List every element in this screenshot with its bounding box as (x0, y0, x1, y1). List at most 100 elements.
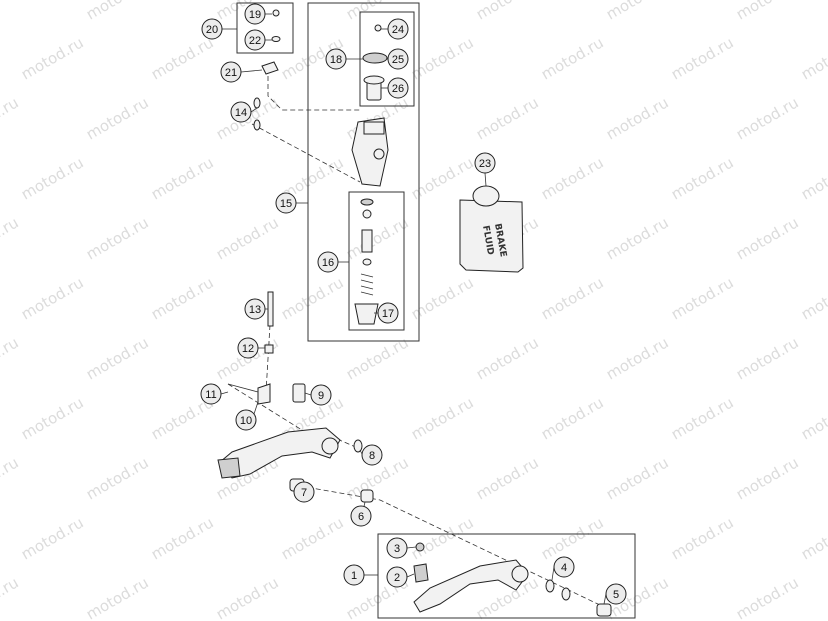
watermark-text: motod.ru (0, 213, 22, 263)
callout-22-circle (244, 29, 266, 51)
watermark-text: motod.ru (668, 33, 737, 83)
part-15-master-cylinder-boss (373, 148, 385, 160)
watermark-text: motod.ru (668, 153, 737, 203)
leader-9 (304, 392, 312, 396)
callout-9-label: 9 (318, 390, 324, 402)
watermark-text: motod.ru (83, 93, 152, 143)
callout-10-label: 10 (240, 415, 252, 427)
callout-6-circle (350, 505, 372, 527)
watermark-text: motod.ru (668, 273, 737, 323)
callout-16[interactable]: 16 (317, 251, 339, 273)
callout-18-circle (325, 48, 347, 70)
callout-8[interactable]: 8 (361, 444, 383, 466)
callout-17[interactable]: 17 (377, 302, 399, 324)
callout-2[interactable]: 2 (386, 566, 408, 588)
brake-pedal-lower-pivot (511, 565, 529, 583)
callout-6[interactable]: 6 (350, 505, 372, 527)
callout-7[interactable]: 7 (293, 481, 315, 503)
watermark-text: motod.ru (798, 273, 828, 323)
callout-23[interactable]: 23 (474, 152, 496, 174)
callout-15[interactable]: 15 (275, 192, 297, 214)
leader-2 (406, 573, 415, 578)
callout-14[interactable]: 14 (230, 101, 252, 123)
callout-8-circle (361, 444, 383, 466)
watermark-text: motod.ru (603, 333, 672, 383)
callout-25[interactable]: 25 (387, 48, 409, 70)
watermark-text: motod.ru (733, 333, 802, 383)
watermark-text: motod.ru (408, 273, 477, 323)
callout-5[interactable]: 5 (605, 583, 627, 605)
part-16-ring (362, 209, 372, 219)
callout-19[interactable]: 19 (244, 3, 266, 25)
part-14-washer-b (253, 119, 261, 131)
part-12-nut (264, 344, 274, 354)
callout-3-circle (386, 537, 408, 559)
callout-16-circle (317, 251, 339, 273)
callout-11-circle (200, 383, 222, 405)
part-14-washer-a (253, 97, 261, 109)
callout-10[interactable]: 10 (235, 409, 257, 431)
part-24-screw (374, 24, 382, 32)
watermark-text: motod.ru (278, 513, 347, 563)
part-4-washer-a (545, 579, 555, 593)
callout-19-label: 19 (249, 9, 261, 21)
callout-3[interactable]: 3 (386, 537, 408, 559)
callout-22-label: 22 (249, 35, 261, 47)
watermark-text: motod.ru (148, 33, 217, 83)
watermark-text: motod.ru (18, 393, 87, 443)
leader-11 (220, 391, 229, 395)
watermark-text: motod.ru (733, 93, 802, 143)
leader-14 (250, 107, 258, 113)
callout-7-circle (293, 481, 315, 503)
part-21-hose-clip (261, 61, 279, 75)
watermark-text: motod.ru (603, 213, 672, 263)
leader-23 (484, 172, 487, 187)
part-16-piston (361, 229, 373, 253)
callout-13-label: 13 (249, 304, 261, 316)
part-23-brake-fluid-bottle (459, 199, 524, 273)
assembly-line-washer (329, 435, 359, 449)
callout-11[interactable]: 11 (200, 383, 222, 405)
watermark-text: motod.ru (213, 573, 282, 621)
callout-1[interactable]: 1 (343, 564, 365, 586)
callout-15-label: 15 (280, 198, 292, 210)
watermark-text: motod.ru (18, 513, 87, 563)
callout-14-label: 14 (235, 107, 247, 119)
callout-13[interactable]: 13 (244, 298, 266, 320)
watermark-text: motod.ru (83, 0, 152, 23)
watermark-text: motod.ru (733, 0, 802, 23)
part-17-boot (354, 303, 379, 325)
watermark-text: motod.ru (538, 153, 607, 203)
callout-22[interactable]: 22 (244, 29, 266, 51)
callout-20[interactable]: 20 (201, 18, 223, 40)
callout-18[interactable]: 18 (325, 48, 347, 70)
watermark-text: motod.ru (278, 273, 347, 323)
assembly-line-cylinder-bolt (251, 123, 361, 183)
callout-21[interactable]: 21 (220, 61, 242, 83)
callout-2-circle (386, 566, 408, 588)
brake-pedal-upper-tread (217, 457, 241, 479)
watermark-text: motod.ru (18, 273, 87, 323)
callout-3-label: 3 (394, 543, 400, 555)
callout-17-label: 17 (382, 308, 394, 320)
callout-12[interactable]: 12 (237, 337, 259, 359)
callout-4[interactable]: 4 (553, 556, 575, 578)
part-11-bolt (227, 383, 259, 393)
watermark-text: motod.ru (798, 33, 828, 83)
watermark-text: motod.ru (148, 513, 217, 563)
callout-21-circle (220, 61, 242, 83)
callout-24[interactable]: 24 (387, 18, 409, 40)
callout-4-circle (553, 556, 575, 578)
part-3-nut (415, 542, 425, 552)
part-25-diaphragm (362, 52, 388, 64)
callout-16-label: 16 (322, 257, 334, 269)
callout-1-circle (343, 564, 365, 586)
watermark-text: motod.ru (343, 213, 412, 263)
callout-26[interactable]: 26 (387, 77, 409, 99)
callout-9[interactable]: 9 (310, 384, 332, 406)
callout-23-label: 23 (479, 158, 491, 170)
watermark-text: motod.ru (0, 333, 22, 383)
callout-14-circle (230, 101, 252, 123)
part-22-washer (271, 36, 281, 42)
